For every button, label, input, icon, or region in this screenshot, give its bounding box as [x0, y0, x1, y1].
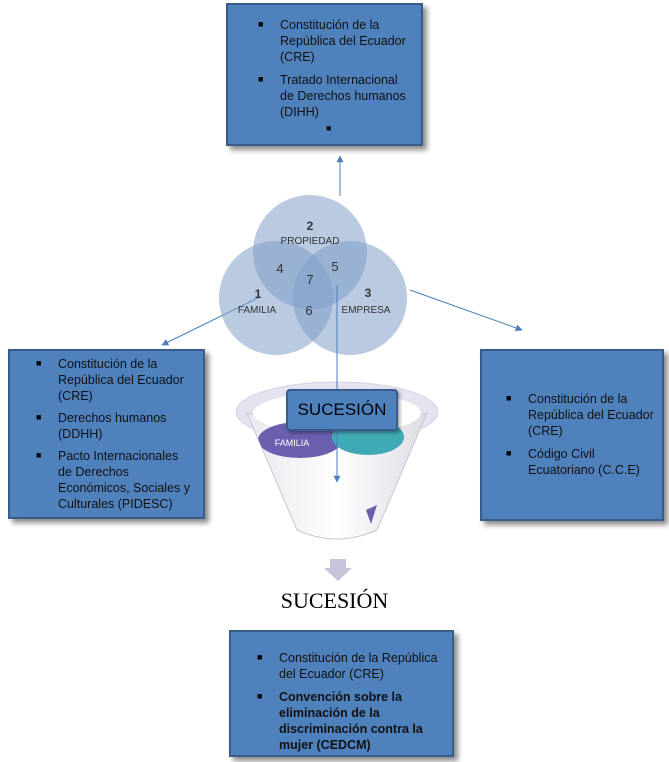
venn-number-3: 3 — [365, 286, 372, 300]
square-bullet-icon: ■ — [36, 412, 42, 422]
square-bullet-icon: ■ — [258, 74, 264, 84]
bottom-box-item: ■Convención sobre la eliminación de la d… — [257, 690, 423, 752]
funnel-blob-familia — [258, 422, 342, 458]
venn-number-1: 1 — [255, 287, 262, 301]
left-legal-box: ■Constitución de la República del Ecuado… — [8, 349, 205, 519]
result-title: SUCESIÓN — [280, 588, 389, 613]
square-bullet-icon: ■ — [257, 652, 263, 662]
square-bullet-icon: ■ — [258, 19, 264, 29]
arrow-to-right-box — [409, 289, 523, 332]
down-block-arrow — [324, 559, 352, 581]
venn-overlap-7: 7 — [306, 272, 313, 287]
venn-number-2: 2 — [307, 219, 314, 233]
left-box-item: ■Constitución de la República del Ecuado… — [36, 357, 184, 403]
right-box-item: ■Código Civil Ecuatoriano (C.C.E) — [506, 447, 640, 477]
top-box-item: ■Tratado Internacional de Derechos human… — [258, 73, 406, 119]
funnel-sucesion-label: SUCESIÓN — [286, 389, 398, 431]
venn-overlap-4: 4 — [276, 261, 283, 276]
left-box-list: ■Constitución de la República del Ecuado… — [28, 356, 195, 512]
funnel-inner-label-familia: FAMILIA — [275, 438, 310, 448]
venn-overlap-5: 5 — [331, 259, 338, 274]
left-box-item: ■Pacto Internacionales de Derechos Econó… — [36, 449, 191, 511]
square-bullet-icon: ■ — [36, 358, 42, 368]
square-bullet-icon: ■ — [506, 448, 512, 458]
square-bullet-icon: ■ — [506, 393, 512, 403]
venn-diagram — [219, 195, 407, 355]
venn-label-familia: FAMILIA — [238, 305, 277, 316]
funnel-purple-tip — [366, 505, 377, 524]
right-box-item: ■Constitución de la República del Ecuado… — [506, 392, 654, 438]
square-bullet-icon: ■ — [36, 450, 42, 460]
bottom-box-item: ■Constitución de la República del Ecuado… — [257, 651, 438, 681]
top-legal-box: ■Constitución de la República del Ecuado… — [226, 3, 423, 146]
venn-label-propiedad: PROPIEDAD — [281, 236, 340, 247]
venn-circle-empresa — [293, 241, 407, 355]
top-box-list: ■Constitución de la República del Ecuado… — [250, 17, 411, 120]
venn-label-empresa: EMPRESA — [342, 305, 391, 316]
top-box-item: ■Constitución de la República del Ecuado… — [258, 18, 406, 64]
square-bullet-icon: ■ — [257, 691, 263, 701]
venn-overlap-6: 6 — [305, 303, 312, 318]
bottom-box-list: ■Constitución de la República del Ecuado… — [249, 650, 444, 753]
right-legal-box: ■Constitución de la República del Ecuado… — [480, 349, 664, 521]
left-box-item: ■Derechos humanos (DDHH) — [36, 411, 167, 441]
right-box-list: ■Constitución de la República del Ecuado… — [498, 391, 654, 478]
bottom-legal-box: ■Constitución de la República del Ecuado… — [229, 630, 454, 757]
top-box-empty-bullet: ■ — [326, 123, 332, 133]
